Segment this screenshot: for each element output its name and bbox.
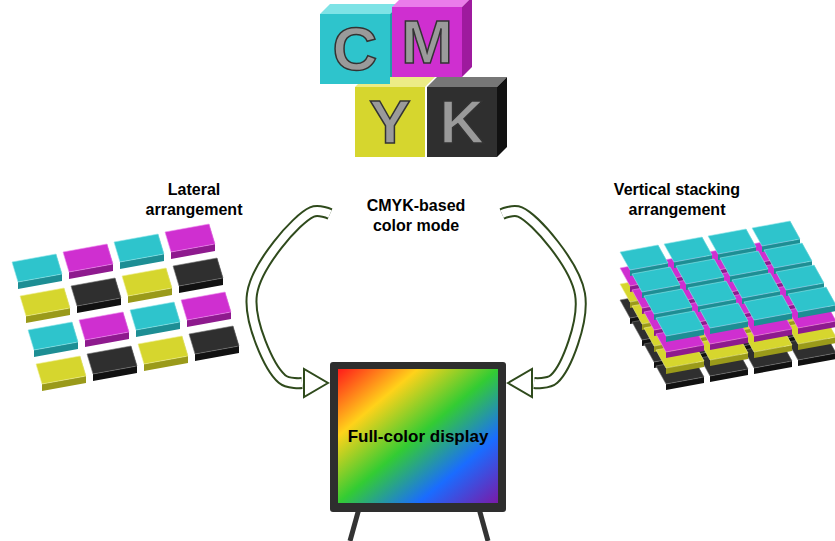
- arrangement-illustration: Vertical stacking arrangement: [588, 180, 766, 224]
- section-heading: Vertical stacking arrangement: [588, 180, 766, 220]
- display-screen: Full-color display: [338, 369, 498, 503]
- display-label: Full-color display: [348, 426, 489, 447]
- arrow-head: [304, 369, 328, 397]
- section-heading: CMYK-based color mode: [351, 196, 481, 236]
- lateral-tile-grid: [12, 224, 239, 391]
- cube-group: CMYK-based color mode CMYK: [300, 4, 532, 242]
- hollow-curved-arrow: [502, 211, 581, 397]
- arrangement-illustration: Lateral arrangement: [130, 180, 258, 224]
- display-easel: [330, 362, 506, 541]
- letter-cube: M: [392, 7, 462, 77]
- arrow-outline: [502, 211, 581, 383]
- cube-letter: M: [401, 11, 453, 73]
- letter-cube: C: [320, 14, 390, 84]
- letter-cube: Y: [355, 87, 425, 157]
- cube-letter: K: [440, 91, 485, 153]
- arrow-fill: [502, 211, 581, 383]
- stacked-tile-layers: [620, 221, 835, 390]
- hollow-curved-arrow: [252, 211, 330, 397]
- section-heading: Lateral arrangement: [130, 180, 258, 220]
- arrow-fill: [252, 211, 330, 383]
- cube-depth: [320, 0, 507, 157]
- arrow-outline: [252, 211, 330, 383]
- cube-letter: Y: [369, 91, 410, 153]
- arrow-head: [508, 369, 532, 397]
- letter-cube: K: [427, 87, 497, 157]
- cube-letter: C: [333, 18, 378, 80]
